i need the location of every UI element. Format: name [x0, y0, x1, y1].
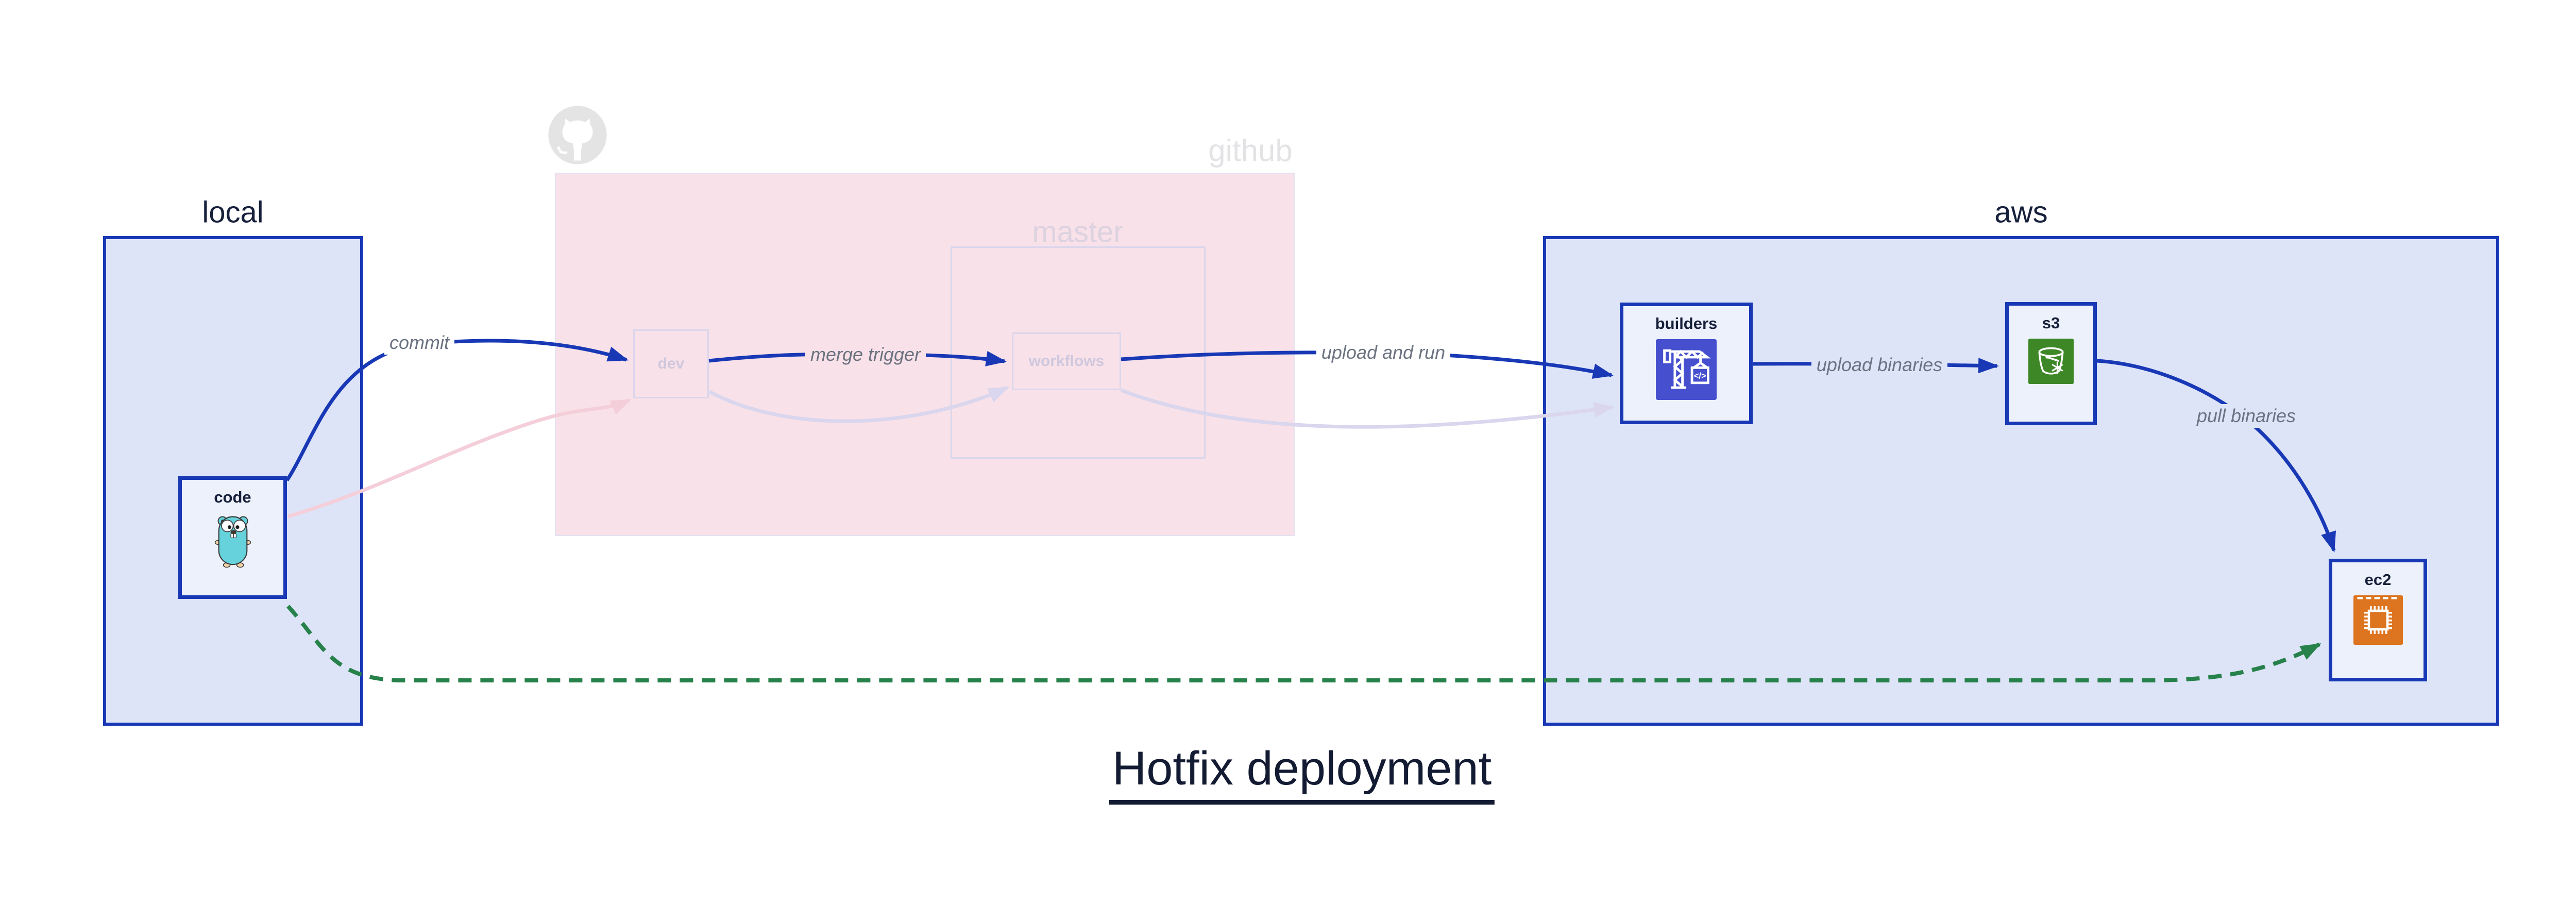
- github-group-label: github: [1208, 133, 1293, 168]
- master-group-label: master: [1032, 215, 1124, 249]
- builders-node: builders </>: [1620, 303, 1753, 424]
- workflows-node-label: workflows: [1028, 353, 1105, 370]
- code-node: code: [178, 476, 287, 599]
- s3-node-label: s3: [2042, 314, 2060, 332]
- dev-branch-node: dev: [633, 329, 709, 398]
- aws-group-label: aws: [1994, 195, 2048, 229]
- edge-label-merge-trigger: merge trigger: [805, 343, 926, 366]
- workflows-node: workflows: [1012, 332, 1121, 390]
- ec2-node-label: ec2: [2364, 571, 2392, 589]
- edge-label-upload-binaries: upload binaries: [1811, 353, 1948, 377]
- builders-node-label: builders: [1655, 314, 1718, 332]
- edge-label-commit: commit: [384, 331, 454, 355]
- ec2-chip-icon: [2353, 595, 2403, 645]
- s3-bucket-snowflake-icon: [2028, 339, 2074, 384]
- edge-label-pull-binaries: pull binaries: [2191, 404, 2301, 428]
- dev-node-label: dev: [657, 355, 685, 372]
- svg-text:</>: </>: [1694, 371, 1706, 381]
- edge-label-upload-and-run: upload and run: [1316, 341, 1451, 364]
- code-node-label: code: [214, 488, 251, 506]
- diagram-title: Hotfix deployment: [1109, 742, 1495, 805]
- s3-node: s3: [2005, 302, 2097, 425]
- github-octocat-icon: [548, 106, 607, 164]
- local-group-label: local: [202, 195, 264, 229]
- codebuild-crane-icon: </>: [1656, 339, 1717, 400]
- go-gopher-icon: [214, 516, 251, 568]
- ec2-node: ec2: [2329, 559, 2427, 681]
